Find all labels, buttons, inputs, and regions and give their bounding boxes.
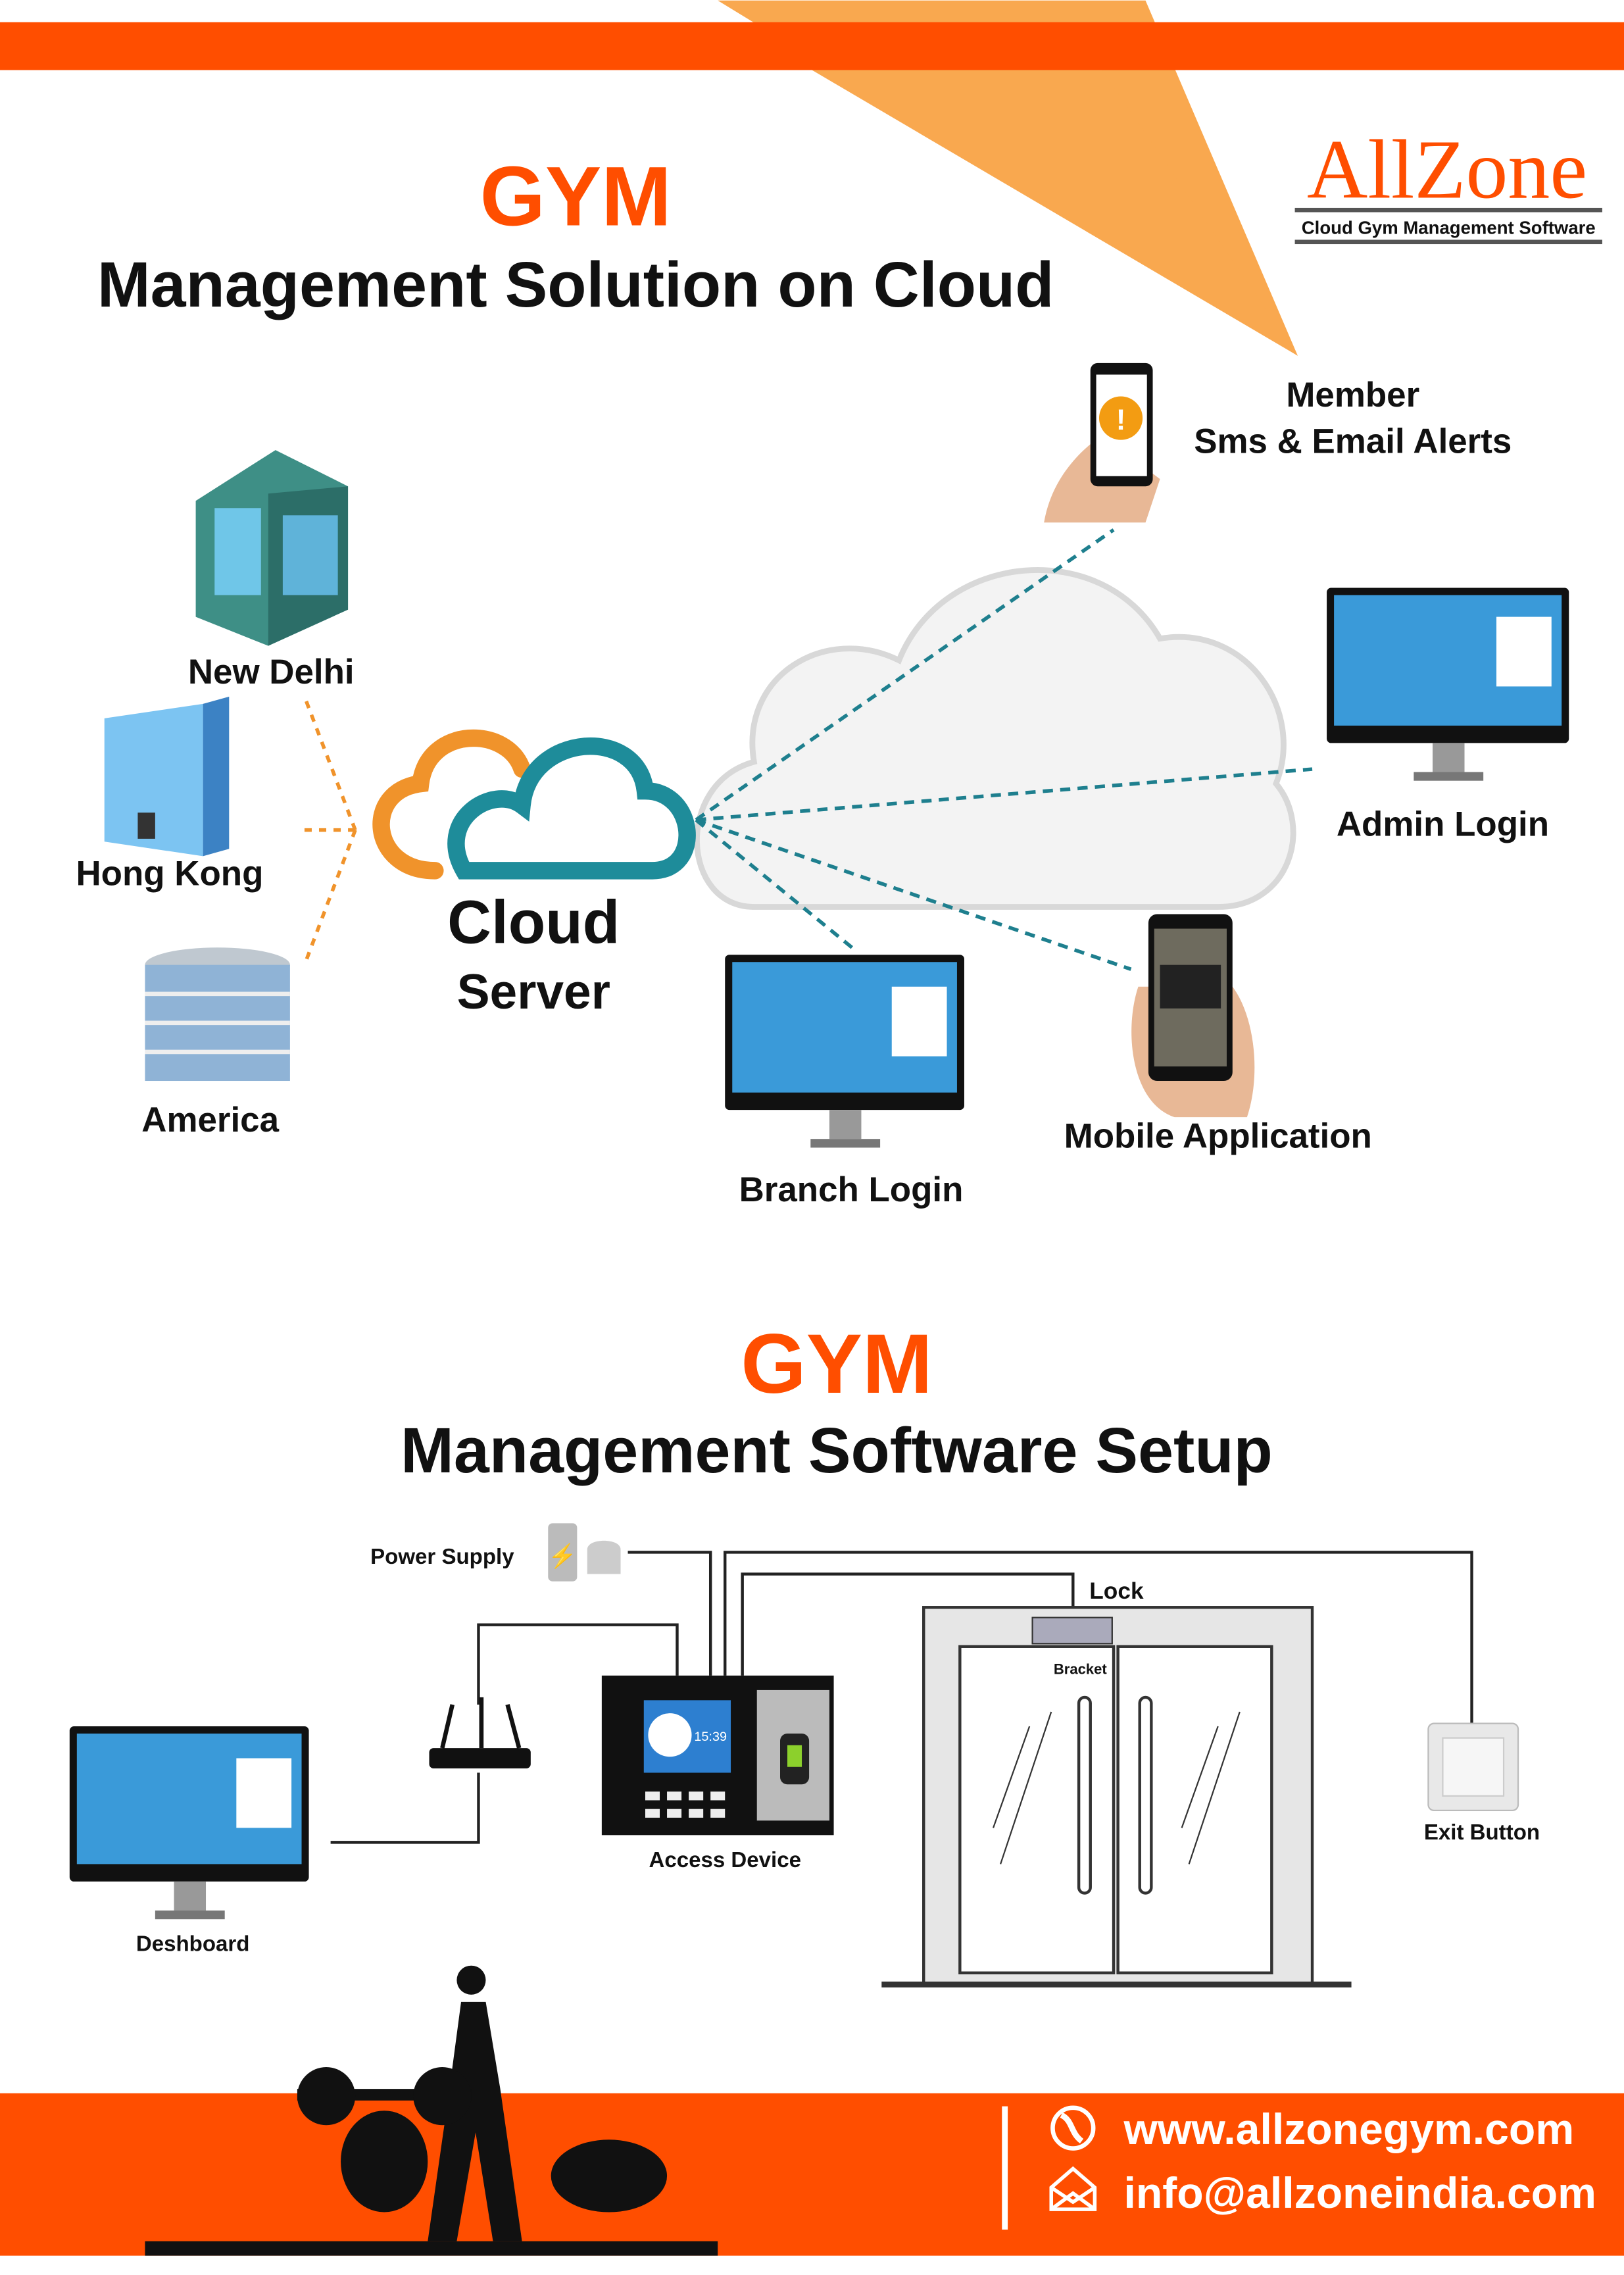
footer-bar	[0, 2093, 1624, 2256]
section2-title: Management Software Setup	[401, 1414, 1273, 1486]
phone-alert-icon: !	[1044, 362, 1160, 523]
cloud-background	[694, 567, 1296, 910]
branch-monitor-icon	[725, 955, 964, 1148]
email-link[interactable]: info@allzoneindia.com	[1123, 2169, 1596, 2218]
section1-title: Management Solution on Cloud	[97, 249, 1054, 320]
access-device-icon: 15:39	[601, 1675, 834, 1836]
power-supply-icon: ⚡	[548, 1523, 621, 1582]
cloud-label: Cloud	[447, 888, 620, 957]
alerts-label-2: Sms & Email Alerts	[1194, 422, 1512, 461]
location-label: Hong Kong	[76, 854, 263, 893]
location-label: America	[141, 1101, 279, 1139]
router-icon	[429, 1697, 531, 1768]
svg-text:15:39: 15:39	[694, 1730, 727, 1744]
svg-text:Cloud Gym Management Software: Cloud Gym Management Software	[1302, 218, 1596, 238]
globe-icon	[1050, 2105, 1096, 2151]
top-bar	[0, 22, 1624, 70]
exit-button-label: Exit Button	[1424, 1820, 1540, 1845]
dashboard-monitor-icon	[69, 1726, 309, 1920]
alerts-label: Member	[1286, 376, 1419, 414]
building-new-delhi-icon	[195, 450, 349, 646]
athletes-silhouette	[145, 1965, 718, 2256]
dashboard-label: Deshboard	[136, 1932, 250, 1957]
power-supply-label: Power Supply	[370, 1545, 514, 1569]
branch-login-label: Branch Login	[739, 1170, 964, 1209]
footer-divider	[1002, 2106, 1008, 2230]
envelope-icon	[1049, 2166, 1097, 2211]
mobile-app-label: Mobile Application	[1064, 1116, 1372, 1155]
access-device-label: Access Device	[649, 1848, 801, 1872]
svg-text:AllZone: AllZone	[1307, 123, 1587, 216]
building-america-icon	[145, 947, 290, 1082]
door-icon	[881, 1606, 1352, 1988]
admin-login-label: Admin Login	[1337, 805, 1549, 843]
location-label: New Delhi	[188, 653, 355, 691]
section1-title-accent: GYM	[480, 149, 672, 243]
building-hong-kong-icon	[104, 696, 230, 857]
lock-label: Lock	[1089, 1578, 1144, 1604]
svg-text:⚡: ⚡	[548, 1543, 577, 1570]
website-link[interactable]: www.allzonegym.com	[1123, 2105, 1574, 2154]
bracket-label: Bracket	[1054, 1661, 1107, 1678]
wiring	[330, 1551, 1473, 1844]
allzone-logo: AllZone Cloud Gym Management Software	[1294, 123, 1602, 245]
connection-lines	[695, 528, 1313, 971]
cloud-server-icon	[372, 729, 696, 880]
section2-title-accent: GYM	[741, 1317, 932, 1411]
server-label: Server	[457, 964, 610, 1019]
exit-button-icon	[1427, 1722, 1519, 1811]
mobile-app-icon	[1131, 914, 1255, 1118]
admin-monitor-icon	[1327, 588, 1569, 781]
svg-text:!: !	[1116, 404, 1126, 436]
